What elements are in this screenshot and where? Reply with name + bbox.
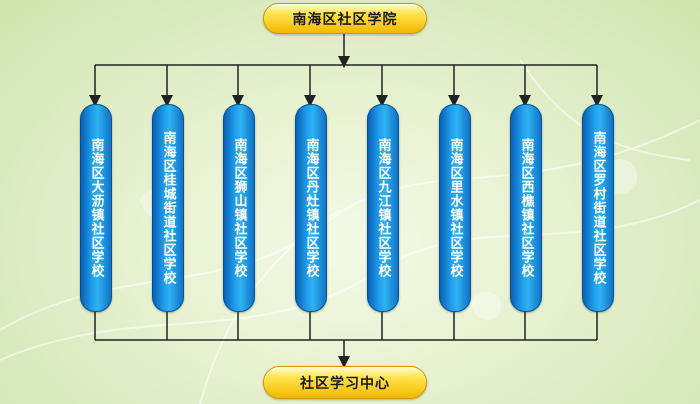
school-box: 南海区西樵镇社区学校 xyxy=(510,104,542,312)
learning-center-label: 社区学习中心 xyxy=(300,375,390,392)
school-name: 南海区罗村街道社区学校 xyxy=(590,131,606,285)
school-name: 南海区里水镇社区学校 xyxy=(447,138,463,278)
school-box: 南海区狮山镇社区学校 xyxy=(223,104,255,312)
college-title: 南海区社区学院 xyxy=(292,11,398,28)
school-name: 南海区桂城街道社区学校 xyxy=(160,131,176,285)
school-name: 南海区大沥镇社区学校 xyxy=(88,138,104,278)
school-name: 南海区九江镇社区学校 xyxy=(375,138,391,278)
school-box: 南海区丹灶镇社区学校 xyxy=(295,104,327,312)
school-name: 南海区狮山镇社区学校 xyxy=(231,138,247,278)
school-box: 南海区桂城街道社区学校 xyxy=(152,104,184,312)
school-box: 南海区大沥镇社区学校 xyxy=(80,104,112,312)
school-name: 南海区西樵镇社区学校 xyxy=(518,138,534,278)
school-box: 南海区罗村街道社区学校 xyxy=(582,104,614,312)
school-name: 南海区丹灶镇社区学校 xyxy=(303,138,319,278)
college-title-box: 南海区社区学院 xyxy=(263,3,427,34)
school-box: 南海区九江镇社区学校 xyxy=(367,104,399,312)
learning-center-box: 社区学习中心 xyxy=(263,366,427,399)
school-box: 南海区里水镇社区学校 xyxy=(439,104,471,312)
